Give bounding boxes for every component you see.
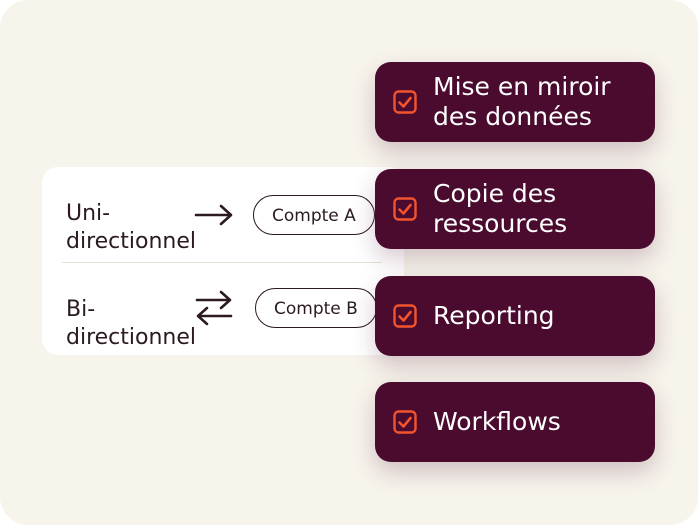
feature-label: Mise en miroir des données — [433, 72, 611, 132]
feature-label: Workflows — [433, 407, 561, 437]
feature-label-line: Workflows — [433, 407, 561, 436]
checkbox-checked-icon — [393, 90, 417, 114]
sync-mode-label-line: directionnel — [66, 325, 197, 350]
feature-label: Reporting — [433, 301, 555, 331]
swap-arrows-icon — [195, 290, 233, 326]
feature-label: Copie des ressources — [433, 179, 567, 239]
checkbox-checked-icon — [393, 304, 417, 328]
sync-mode-label-uni: Uni- directionnel — [66, 200, 196, 256]
feature-label-line: Copie des — [433, 179, 557, 208]
account-b-pill: Compte B — [255, 288, 377, 328]
feature-label-line: des données — [433, 102, 592, 131]
feature-card-mirroring: Mise en miroir des données — [375, 62, 655, 142]
feature-card-reporting: Reporting — [375, 276, 655, 356]
checkbox-checked-icon — [393, 410, 417, 434]
feature-card-resource-copy: Copie des ressources — [375, 169, 655, 249]
feature-card-workflows: Workflows — [375, 382, 655, 462]
feature-label-line: ressources — [433, 209, 568, 238]
checkbox-checked-icon — [393, 197, 417, 221]
arrow-right-icon — [194, 204, 233, 226]
account-a-pill: Compte A — [253, 195, 375, 235]
row-divider — [62, 262, 382, 263]
sync-mode-label-bi: Bi- directionnel — [66, 296, 196, 352]
feature-label-line: Reporting — [433, 301, 555, 330]
sync-mode-label-line: directionnel — [66, 229, 197, 254]
sync-mode-label-line: Uni- — [66, 201, 111, 226]
feature-label-line: Mise en miroir — [433, 72, 611, 101]
sync-mode-label-line: Bi- — [66, 297, 96, 322]
